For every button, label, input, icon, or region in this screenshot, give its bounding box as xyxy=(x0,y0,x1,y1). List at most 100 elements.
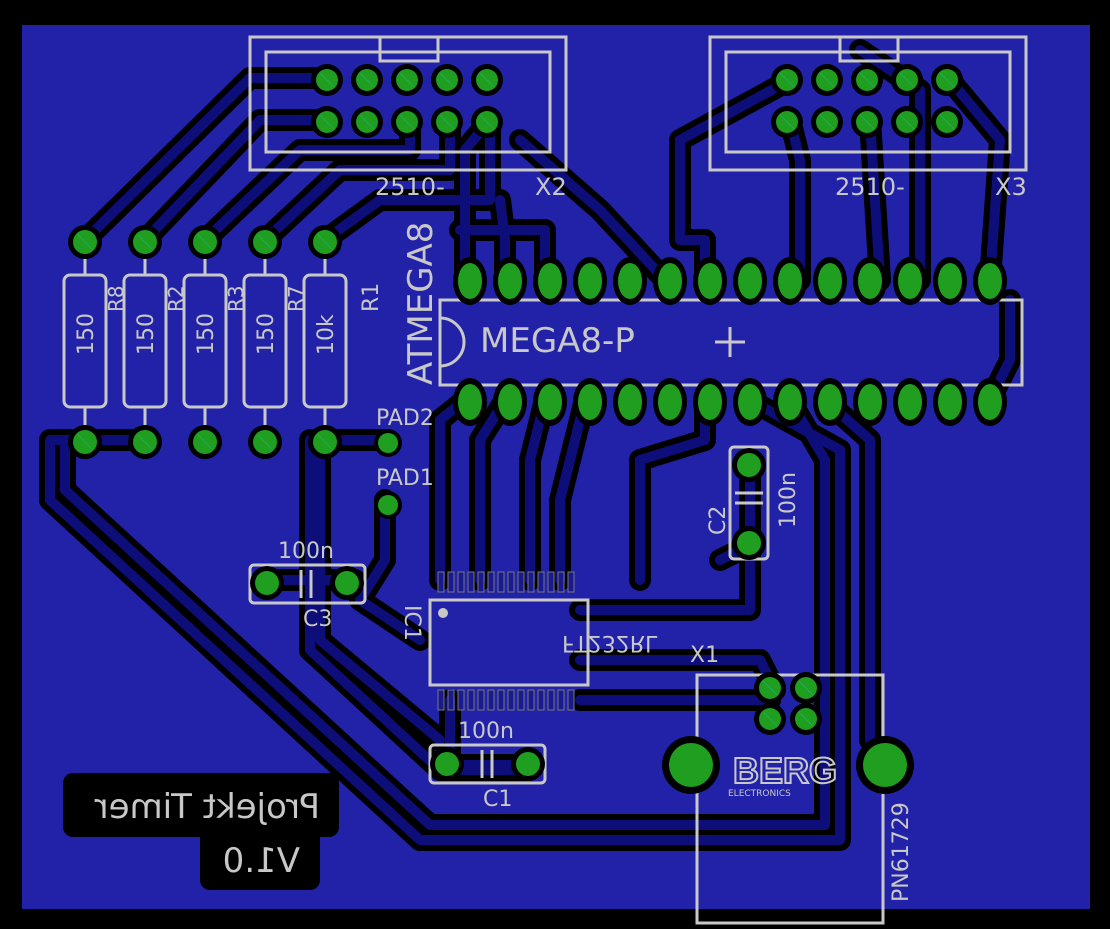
usb-name: X1 xyxy=(690,643,719,668)
smd-pad xyxy=(507,571,515,593)
ic-pin xyxy=(893,378,927,426)
connector-pin xyxy=(471,106,503,138)
ic-pin xyxy=(653,378,687,426)
smd-pad xyxy=(487,571,495,593)
ic-pin xyxy=(853,257,887,305)
ic-pin xyxy=(773,257,807,305)
capacitor-c2: C2 100n xyxy=(706,445,801,561)
resistor-value: 150 xyxy=(194,313,219,355)
resistor-pad xyxy=(188,425,222,459)
ic-atmega8: MEGA8-P ATMEGA8 xyxy=(401,222,1024,426)
connector-pin xyxy=(851,64,883,96)
connector-pin xyxy=(931,64,963,96)
ic-pin xyxy=(733,257,767,305)
ic-pin xyxy=(973,257,1007,305)
smd-pad xyxy=(507,689,515,711)
ic-atmega8-name: ATMEGA8 xyxy=(401,222,441,385)
connector-pin xyxy=(931,106,963,138)
smd-pad xyxy=(517,571,525,593)
smd-pad xyxy=(537,689,545,711)
connector-pin xyxy=(851,106,883,138)
connector-pin xyxy=(391,64,423,96)
ic-pin xyxy=(733,378,767,426)
smd-pad xyxy=(517,689,525,711)
smd-pad xyxy=(557,689,565,711)
usb-part: PN61729 xyxy=(889,802,914,902)
connector-pin xyxy=(471,64,503,96)
connector-pin xyxy=(351,106,383,138)
smd-pad xyxy=(537,571,545,593)
connector-pin xyxy=(771,64,803,96)
smd-pad xyxy=(467,571,475,593)
ic-pin xyxy=(693,378,727,426)
connector-pin xyxy=(771,106,803,138)
resistor-pad xyxy=(128,425,162,459)
ic-pin xyxy=(453,257,487,305)
ic-pin xyxy=(813,257,847,305)
usb-brand-logo: BERG xyxy=(733,750,837,791)
connector-x2-name: X2 xyxy=(535,173,567,201)
resistor-name: R8 xyxy=(104,285,128,312)
ic-pin xyxy=(613,257,647,305)
smd-pad xyxy=(567,571,575,593)
connector-x3: 2510- X3 xyxy=(708,35,1028,201)
connector-pin xyxy=(391,106,423,138)
pad-pad1: PAD1 xyxy=(374,466,434,519)
resistor-pad xyxy=(128,225,162,259)
smd-pad xyxy=(557,571,565,593)
connector-x2-value: 2510- xyxy=(375,173,445,201)
ic-pin xyxy=(893,257,927,305)
pad-pad2: PAD2 xyxy=(374,406,434,457)
resistor-name: R7 xyxy=(284,285,308,312)
usb-pin xyxy=(790,703,822,735)
usb-pin xyxy=(754,703,786,735)
connector-pin xyxy=(431,64,463,96)
resistor-value: 150 xyxy=(74,313,99,355)
ic-pin xyxy=(493,378,527,426)
smd-pad xyxy=(447,571,455,593)
resistor: 150 xyxy=(62,225,108,459)
ic-pin xyxy=(933,257,967,305)
capacitor-c2-value: 100n xyxy=(776,472,801,528)
connector-pin xyxy=(431,106,463,138)
ic-ft232rl: FT232RL IC1 xyxy=(399,571,658,711)
ic-pin xyxy=(493,257,527,305)
resistor-value: 150 xyxy=(134,313,159,355)
connector-x3-name: X3 xyxy=(995,173,1027,201)
resistor-pad xyxy=(248,425,282,459)
resistor-pad xyxy=(68,225,102,259)
resistor-pad xyxy=(188,225,222,259)
connector-pin xyxy=(311,64,343,96)
connector-x3-pins xyxy=(771,64,963,138)
ic-pin xyxy=(533,257,567,305)
connector-pin xyxy=(311,106,343,138)
resistor-pad xyxy=(248,225,282,259)
capacitor-c3-value: 100n xyxy=(278,539,334,564)
ic-ft232rl-value: FT232RL xyxy=(562,630,658,655)
resistor-value: 150 xyxy=(254,313,279,355)
capacitor-c3-name: C3 xyxy=(303,607,332,632)
ic-pin xyxy=(533,378,567,426)
pad-pad2-label: PAD2 xyxy=(376,406,434,431)
resistor-pad xyxy=(68,425,102,459)
trace-layer xyxy=(39,39,1021,851)
connector-pin xyxy=(811,106,843,138)
connector-pin xyxy=(891,106,923,138)
pad-pad1-label: PAD1 xyxy=(376,466,434,491)
ic-pin xyxy=(453,378,487,426)
smd-pad xyxy=(547,571,555,593)
usb-brand-sub: ELECTRONICS xyxy=(728,789,791,799)
smd-pad xyxy=(457,689,465,711)
ic-pin xyxy=(813,378,847,426)
connector-x3-value: 2510- xyxy=(835,173,905,201)
usb-pin xyxy=(790,672,822,704)
title-line1: Projekt Timer xyxy=(95,787,320,827)
smd-pad xyxy=(497,689,505,711)
ic-pin xyxy=(933,378,967,426)
connector-pin xyxy=(351,64,383,96)
connector-x2: 2510- X2 xyxy=(248,35,568,201)
smd-pad xyxy=(467,689,475,711)
usb-connector-x1: X1 BERG ELECTRONICS PN61729 xyxy=(662,643,914,925)
